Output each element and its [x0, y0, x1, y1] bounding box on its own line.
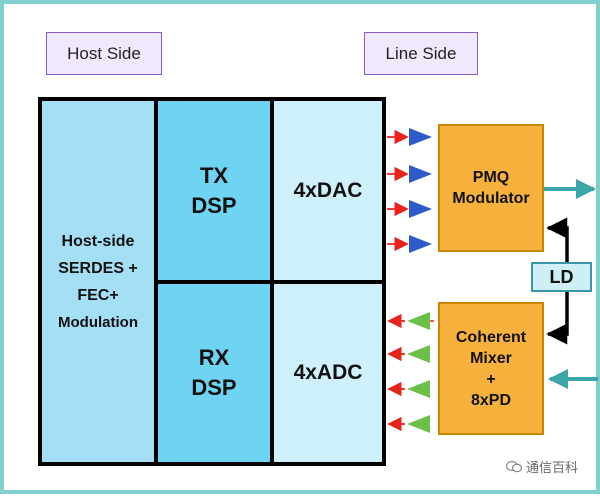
host-block-line2: SERDES + — [58, 259, 138, 277]
host-block-line4: Modulation — [58, 313, 138, 331]
tx-dsp-line1: TX — [199, 162, 229, 188]
mixer-line3: + — [486, 370, 496, 388]
tx-dsp-block: TX DSP — [154, 97, 274, 284]
rx-dsp-line1: RX — [198, 345, 230, 370]
tx-driver-icon — [409, 128, 432, 146]
host-side-label: Host Side — [46, 32, 162, 75]
host-side-block: Host-side SERDES + FEC+ Modulation — [38, 97, 158, 466]
adc-label: 4xADC — [293, 361, 363, 384]
line-side-label: Line Side — [364, 32, 478, 75]
tx-lane-4 — [387, 235, 432, 253]
rx-lane-1 — [387, 312, 434, 330]
signal-path-overlay — [387, 128, 598, 433]
modulator-line1: PMQ — [472, 169, 510, 186]
modulator-line2: Modulator — [452, 190, 530, 207]
host-block-line3: FEC+ — [77, 286, 119, 304]
host-block-line1: Host-side — [61, 232, 135, 250]
watermark: 通信百科 — [505, 457, 578, 476]
tx-driver-icon — [409, 165, 432, 183]
mixer-line4: 8xPD — [470, 391, 512, 409]
tx-lane-1 — [387, 128, 432, 146]
rx-amplifier-icon — [407, 415, 430, 433]
coherent-mixer-block: Coherent Mixer + 8xPD — [438, 302, 544, 435]
rx-dsp-line2: DSP — [191, 375, 237, 400]
ld-to-modulator-arrow — [546, 217, 569, 262]
dac-label: 4xDAC — [293, 178, 363, 202]
rx-lane-3 — [387, 380, 430, 398]
rx-amplifier-icon — [407, 345, 430, 363]
rx-lane-4 — [387, 415, 430, 433]
ld-to-mixer-arrow — [546, 292, 569, 345]
tx-lane-3 — [387, 200, 432, 218]
rx-dsp-block: RX DSP — [154, 280, 274, 466]
mixer-line2: Mixer — [470, 349, 512, 367]
mixer-line1: Coherent — [455, 328, 527, 346]
watermark-text: 通信百科 — [525, 460, 578, 475]
wechat-icon — [505, 460, 523, 473]
rx-lane-2 — [387, 345, 430, 363]
tx-lane-2 — [387, 165, 432, 183]
dac-block: 4xDAC — [270, 97, 386, 284]
adc-block: 4xADC — [270, 280, 386, 466]
tx-driver-icon — [409, 235, 432, 253]
ld-block: LD — [531, 262, 592, 292]
pmq-modulator-block: PMQ Modulator — [438, 124, 544, 252]
rx-amplifier-icon — [407, 380, 430, 398]
rx-amplifier-icon — [407, 312, 430, 330]
tx-driver-icon — [409, 200, 432, 218]
ld-label: LD — [549, 266, 574, 287]
tx-dsp-line2: DSP — [191, 192, 237, 218]
